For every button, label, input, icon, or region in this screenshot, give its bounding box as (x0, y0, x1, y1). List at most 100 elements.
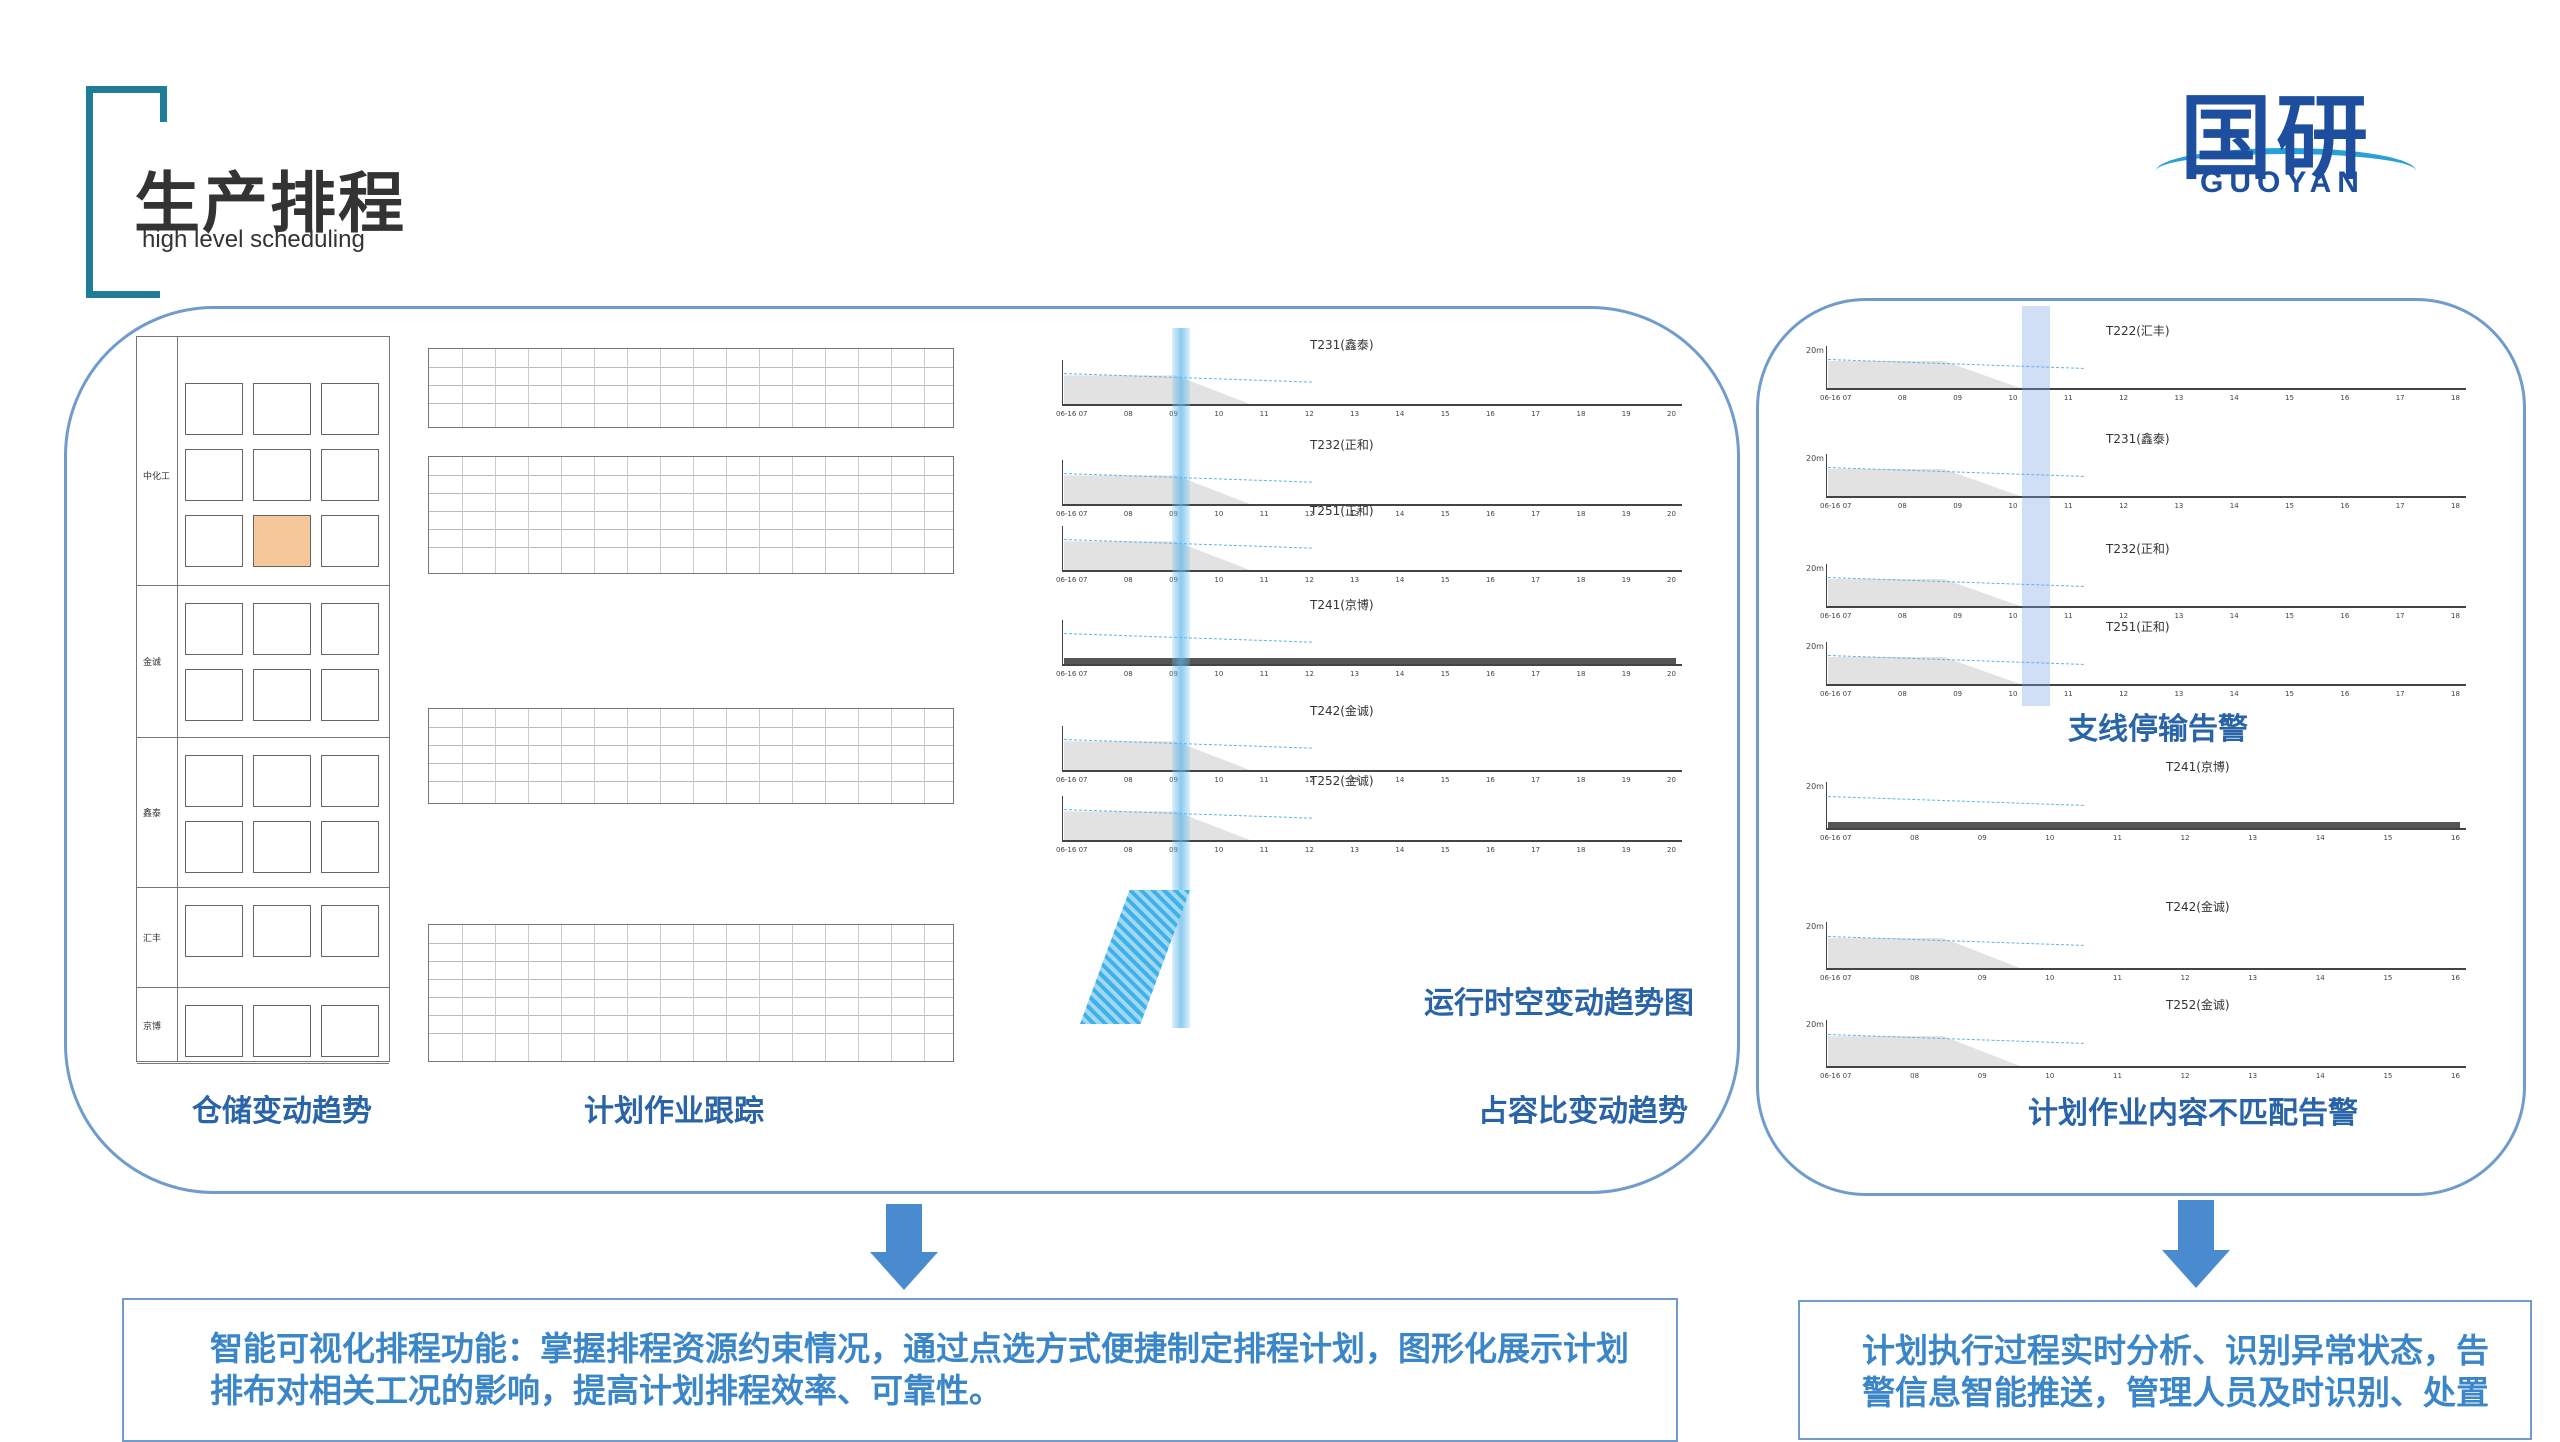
warehouse-tank-card[interactable] (253, 905, 311, 957)
tick-label: 08 (1123, 576, 1133, 584)
tick-label: 16 (1485, 846, 1495, 854)
tick-label: 17 (2395, 394, 2405, 402)
tick-label: 10 (2045, 1072, 2055, 1080)
caption-runtime: 运行时空变动趋势图 (1424, 986, 1694, 1021)
tick-label: 12 (2119, 502, 2129, 510)
plan-table-col-line (594, 457, 595, 573)
tick-label: 11 (2063, 690, 2073, 698)
warehouse-tank-card[interactable] (185, 603, 243, 655)
right-highlight-band (2022, 306, 2050, 706)
trend-chart-title: T242(金诚) (2166, 900, 2230, 914)
tick-label: 15 (2285, 502, 2294, 510)
plan-table-row-line (429, 1015, 953, 1016)
trend-chart-ticks: 06-16 0708091011121314151617181920 (1056, 576, 1676, 584)
tick-label: 12 (2180, 1072, 2190, 1080)
tick-label: 13 (2248, 1072, 2258, 1080)
tick-label: 08 (1910, 834, 1920, 842)
plan-table-row-line (429, 493, 953, 494)
tick-label: 20 (1667, 576, 1676, 584)
warehouse-tank-card[interactable] (185, 755, 243, 807)
tick-label: 17 (1531, 670, 1541, 678)
warehouse-tank-card[interactable] (185, 1005, 243, 1057)
plan-table-col-line (759, 925, 760, 1061)
warehouse-tank-card[interactable] (253, 1005, 311, 1057)
tick-label: 18 (1576, 846, 1586, 854)
trend-chart-title: T251(正和) (2106, 620, 2170, 634)
plan-table-col-line (693, 709, 694, 803)
plan-table-col-line (561, 925, 562, 1061)
plan-table-col-line (462, 709, 463, 803)
tick-label: 08 (1910, 974, 1920, 982)
plan-table-row-line (429, 763, 953, 764)
bottom-box-left (122, 1298, 1678, 1442)
plan-table-col-line (759, 709, 760, 803)
plan-table-col-line (561, 709, 562, 803)
plan-table-col-line (528, 349, 529, 427)
warehouse-tank-card[interactable] (253, 449, 311, 501)
warehouse-tank-card[interactable] (185, 669, 243, 721)
warehouse-tank-card[interactable] (321, 603, 379, 655)
tick-label: 11 (2063, 612, 2073, 620)
plan-table-col-line (660, 709, 661, 803)
warehouse-tank-card[interactable] (185, 449, 243, 501)
warehouse-tank-card[interactable] (253, 383, 311, 435)
tick-label: 10 (1214, 410, 1224, 418)
warehouse-tank-card[interactable] (321, 755, 379, 807)
tick-label: 18 (1576, 576, 1586, 584)
tick-label: 14 (2229, 690, 2239, 698)
warehouse-tank-card[interactable] (185, 905, 243, 957)
plan-table-col-line (660, 925, 661, 1061)
warehouse-tank-card[interactable] (321, 669, 379, 721)
tick-label: 11 (2113, 834, 2122, 842)
tick-label: 17 (2395, 690, 2405, 698)
tick-label: 08 (1123, 510, 1133, 518)
trend-chart-y-label: 20m (1806, 642, 1824, 651)
warehouse-tank-card[interactable] (253, 515, 311, 567)
warehouse-tank-card[interactable] (321, 449, 379, 501)
logo-en: GUOYAN (2200, 166, 2365, 199)
tick-label: 15 (2285, 690, 2294, 698)
tick-label: 08 (1897, 394, 1907, 402)
plan-table-4 (428, 924, 954, 1062)
plan-table-col-line (825, 709, 826, 803)
plan-table-col-line (891, 457, 892, 573)
tick-label: 15 (2383, 1072, 2393, 1080)
plan-table-col-line (693, 457, 694, 573)
trend-chart-area (1064, 475, 1250, 504)
trend-chart-axis (1826, 684, 2466, 686)
tick-label: 10 (2008, 612, 2018, 620)
tick-label: 06-16 07 (1056, 410, 1088, 418)
tick-label: 12 (2180, 834, 2190, 842)
caption-mismatch-alarm: 计划作业内容不匹配告警 (2028, 1096, 2358, 1131)
plan-table-col-line (924, 709, 925, 803)
warehouse-tank-card[interactable] (185, 821, 243, 873)
plan-table-col-line (759, 457, 760, 573)
tick-label: 14 (1395, 576, 1405, 584)
tick-label: 06-16 07 (1056, 846, 1088, 854)
warehouse-tank-card[interactable] (253, 755, 311, 807)
plan-table-col-line (462, 457, 463, 573)
warehouse-tank-card[interactable] (253, 821, 311, 873)
tick-label: 06-16 07 (1820, 612, 1852, 620)
warehouse-tank-card[interactable] (253, 603, 311, 655)
warehouse-tank-card[interactable] (321, 515, 379, 567)
warehouse-tank-card[interactable] (321, 1005, 379, 1057)
tick-label: 19 (1621, 410, 1631, 418)
plan-table-col-line (627, 925, 628, 1061)
plan-table-1 (428, 348, 954, 428)
tick-label: 10 (1214, 510, 1224, 518)
trend-chart-y-axis (1826, 346, 1827, 388)
trend-chart-title: T222(汇丰) (2106, 324, 2170, 338)
tick-label: 17 (1531, 410, 1541, 418)
plan-table-col-line (462, 349, 463, 427)
warehouse-tank-card[interactable] (321, 821, 379, 873)
warehouse-tank-card[interactable] (253, 669, 311, 721)
warehouse-tank-card[interactable] (185, 383, 243, 435)
warehouse-tank-card[interactable] (321, 383, 379, 435)
tick-label: 11 (1259, 510, 1269, 518)
trend-chart-axis (1826, 606, 2466, 608)
plan-table-col-line (495, 925, 496, 1061)
warehouse-tank-card[interactable] (185, 515, 243, 567)
warehouse-tank-card[interactable] (321, 905, 379, 957)
tick-label: 18 (2451, 502, 2460, 510)
